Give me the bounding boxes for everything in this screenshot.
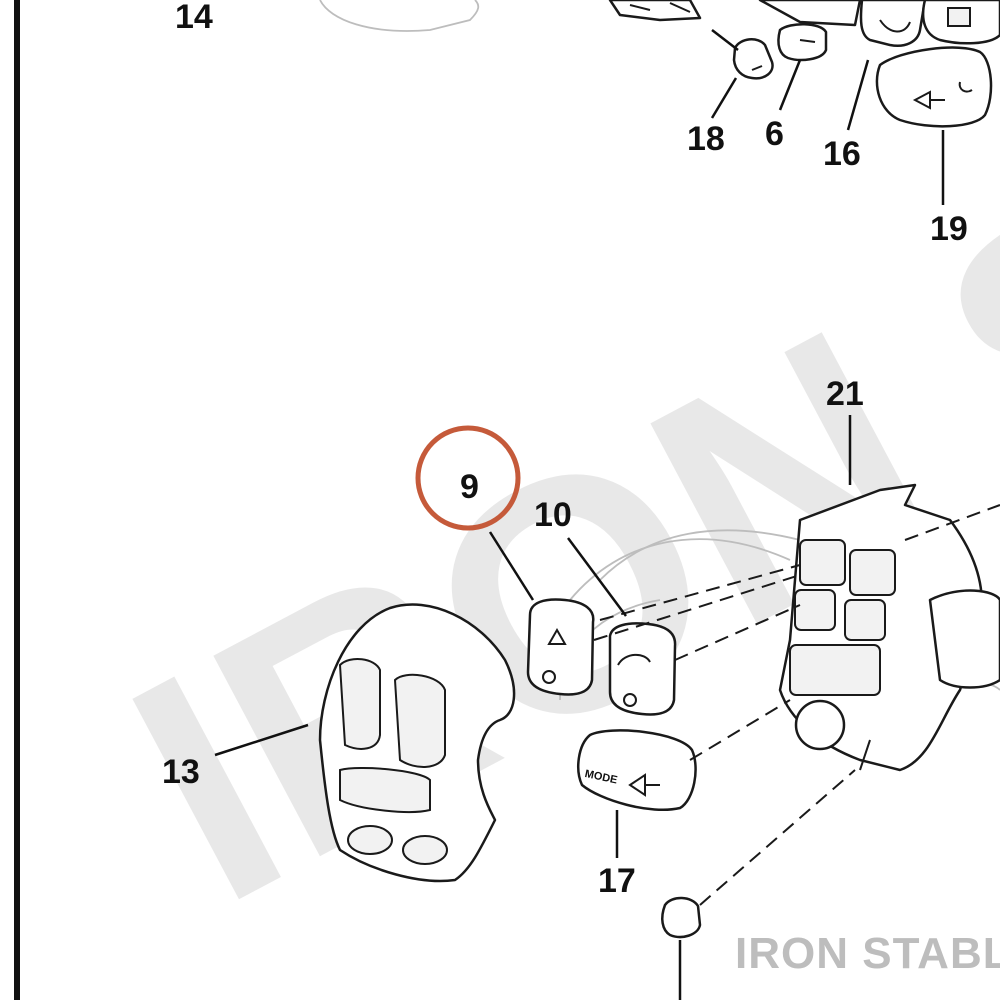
part-21-assembly [778, 483, 1000, 772]
callout-16: 16 [823, 135, 861, 173]
part-17-switch: MODE [577, 729, 697, 812]
part-6-button [777, 23, 828, 62]
part-18-cap [732, 38, 774, 80]
callout-14: 14 [175, 0, 213, 36]
callout-17: 17 [598, 862, 636, 900]
callout-6: 6 [765, 115, 784, 153]
callout-10: 10 [534, 496, 572, 534]
callout-13: 13 [162, 753, 200, 791]
watermark: IRON ST [79, 17, 1000, 971]
callout-19: 19 [930, 210, 968, 248]
top-switch-cluster [608, 0, 1000, 47]
highlight-ring [415, 425, 521, 531]
leader-lines-top [710, 29, 945, 205]
page-left-border [14, 0, 20, 1000]
part-19-switch [875, 46, 993, 128]
callout-18: 18 [687, 120, 725, 158]
leader-lines-lower [214, 415, 852, 858]
part-10-switch [608, 622, 677, 716]
brand-logo-text: IRON STABLE [735, 929, 1000, 978]
callout-21: 21 [826, 375, 864, 413]
dashed-assembly-lines [593, 504, 1000, 906]
bottom-cap [661, 896, 702, 1000]
part-9-switch [526, 598, 595, 696]
part-13-housing [318, 603, 516, 883]
callout-9: 9 [460, 468, 479, 506]
